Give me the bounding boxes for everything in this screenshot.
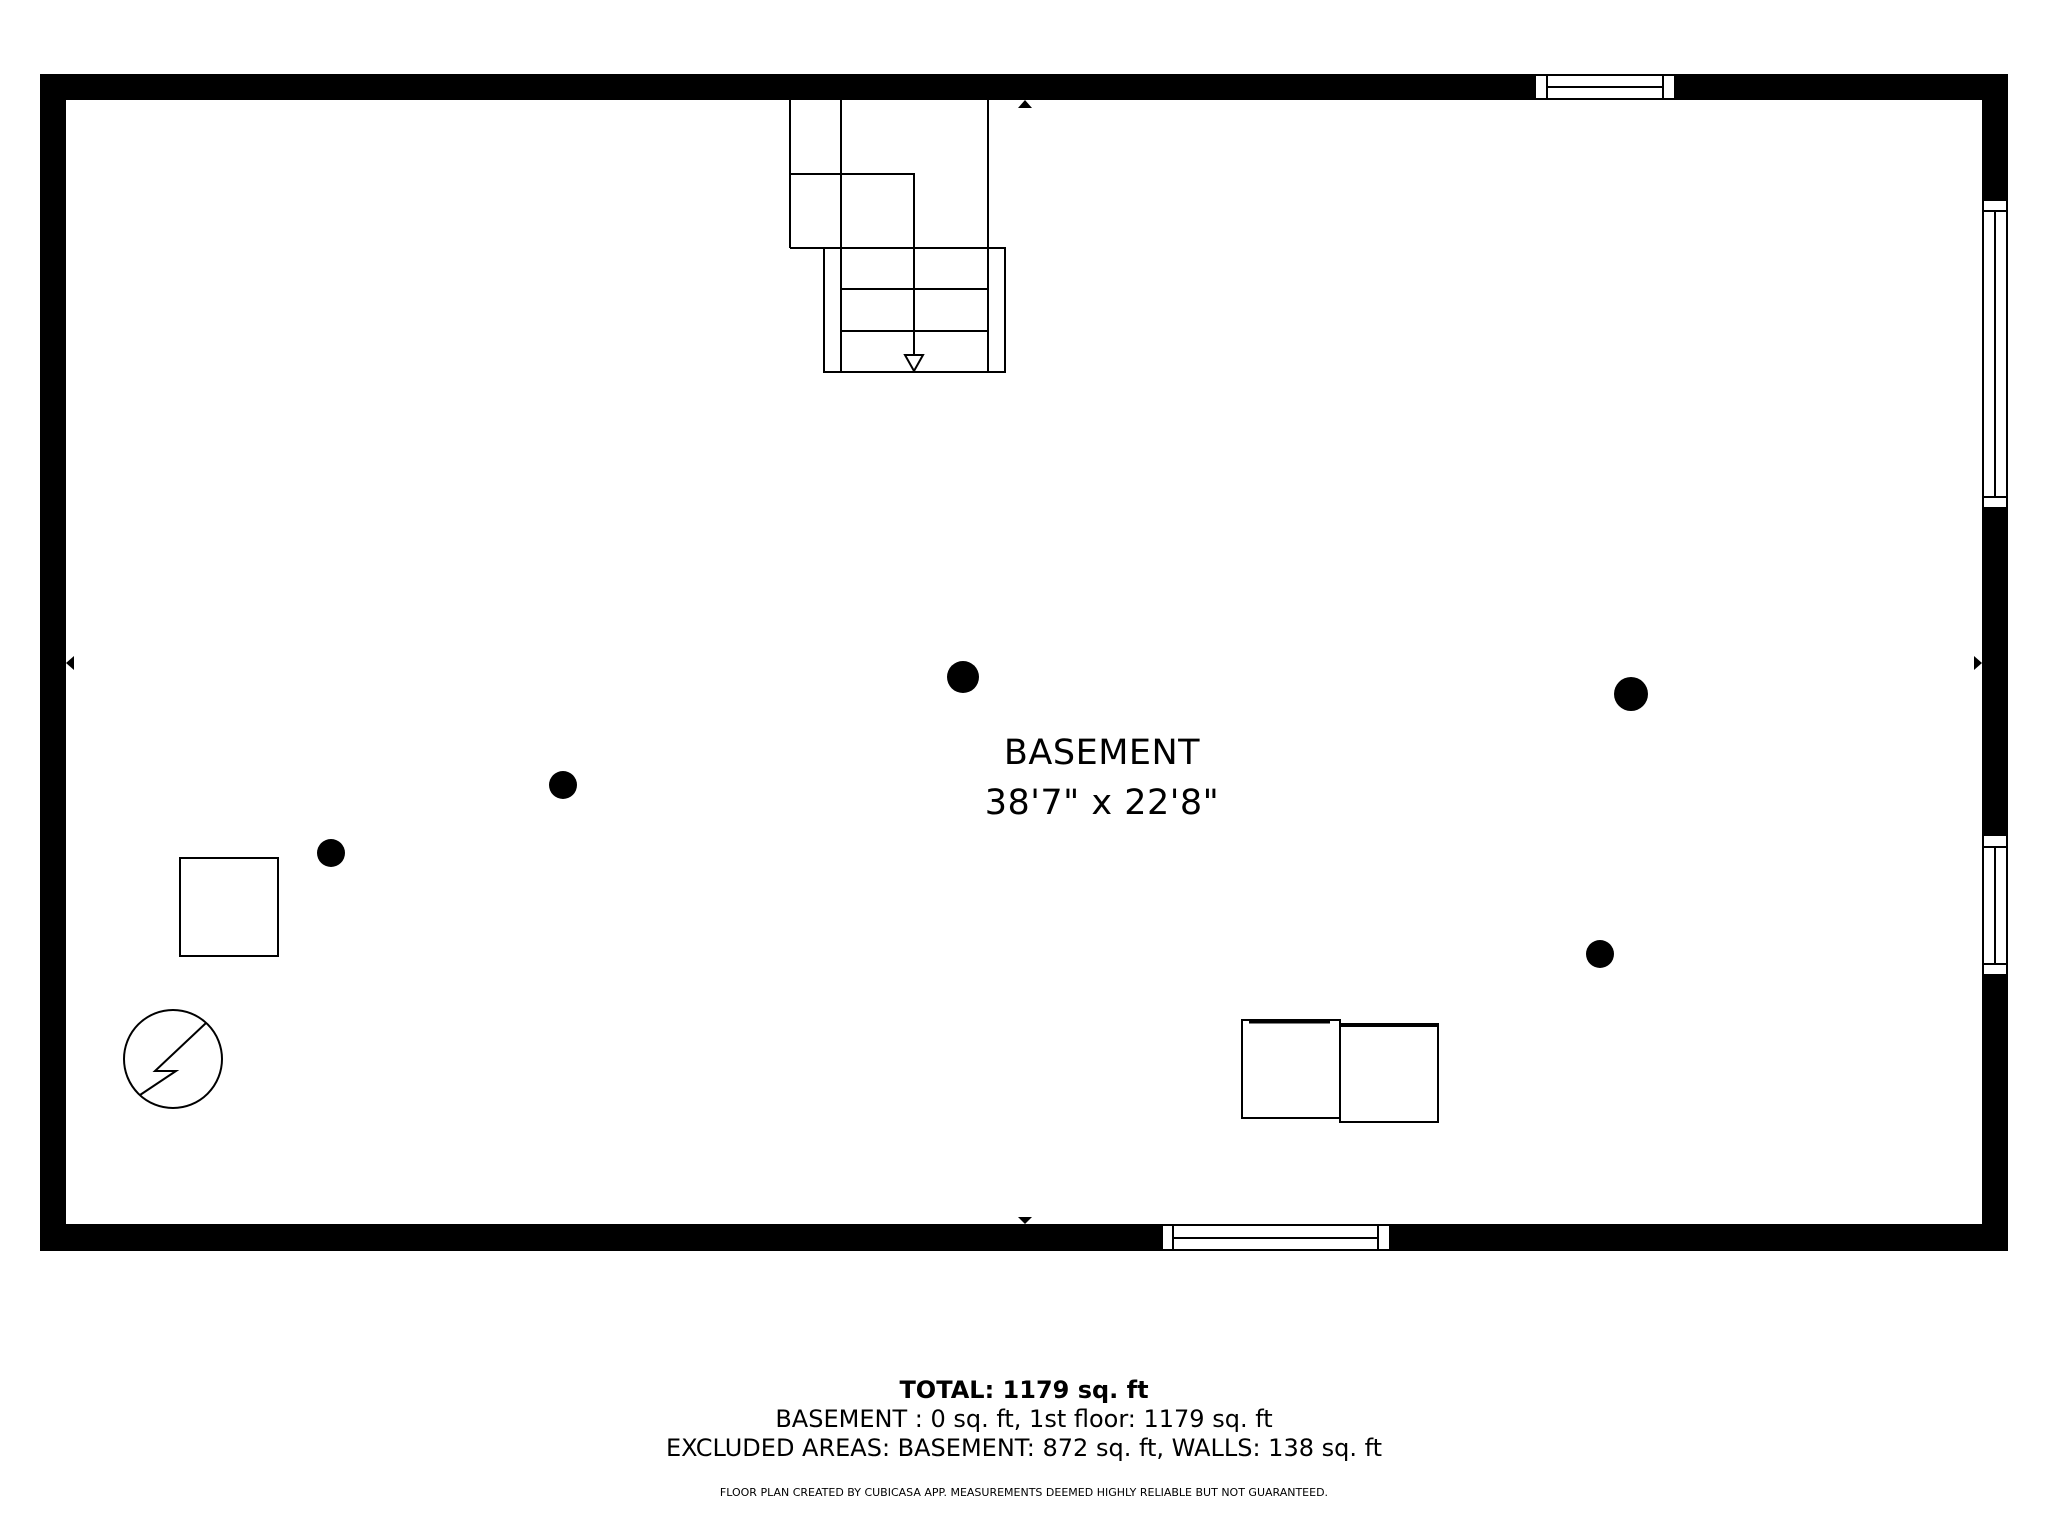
window-icon	[1982, 834, 2008, 976]
support-post-icon	[947, 661, 979, 693]
support-post-icon	[1586, 940, 1614, 968]
exterior-walls	[40, 74, 2008, 1251]
window-icon	[1161, 1224, 1391, 1251]
total-area: TOTAL: 1179 sq. ft	[899, 1376, 1149, 1404]
support-post-icon	[549, 771, 577, 799]
electrical-meter-icon	[123, 1009, 223, 1109]
area-breakdown: BASEMENT : 0 sq. ft, 1st floor: 1179 sq.…	[775, 1405, 1273, 1433]
support-post-icon	[317, 839, 345, 867]
dimension-markers	[66, 100, 1982, 1224]
window-icon	[1982, 199, 2008, 509]
washer-dryer-icon	[1241, 1019, 1439, 1123]
support-post-icon	[1614, 677, 1648, 711]
stairs-icon	[789, 100, 1006, 374]
excluded-areas: EXCLUDED AREAS: BASEMENT: 872 sq. ft, WA…	[665, 1434, 1383, 1462]
window-icon	[1534, 74, 1676, 100]
room-name: BASEMENT	[1003, 733, 1201, 773]
disclaimer: FLOOR PLAN CREATED BY CUBICASA APP. MEAS…	[719, 1486, 1329, 1499]
room-dimensions: 38'7" x 22'8"	[984, 783, 1220, 823]
water-heater-icon	[179, 857, 279, 957]
support-posts	[317, 661, 1648, 968]
